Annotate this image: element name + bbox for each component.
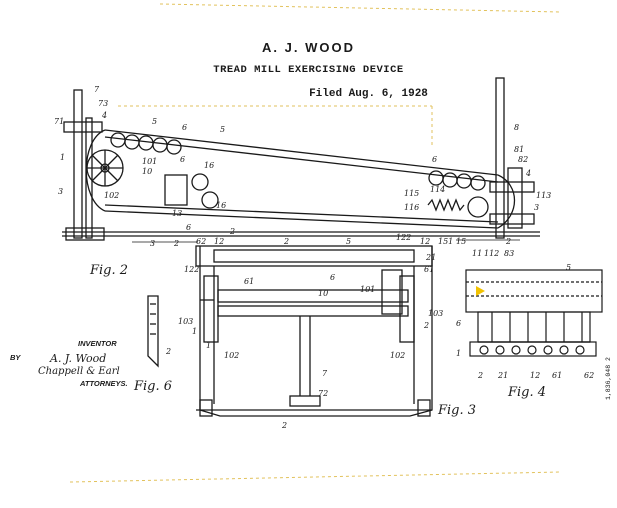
ref-numeral: 21 [425,253,436,262]
ref-numeral: 12 [214,237,224,246]
ref-numeral: 115 [404,189,419,198]
ref-numeral: 101 [360,285,375,294]
patent-number-side: 1,836,048 2 [605,357,612,400]
ref-numeral: 3 [534,203,539,212]
ref-numeral: 15 [456,237,466,246]
ref-numeral: 5 [152,117,157,126]
ref-numeral: 6 [182,123,187,132]
ref-numeral: 81 [514,145,524,154]
figure-4-numerals: 5 6 1 2 21 12 61 62 [456,263,594,380]
ref-numeral: 113 [536,191,551,200]
figure-4-label: Fig. 4 [507,385,546,400]
ref-numeral: 73 [98,99,108,108]
ref-numeral: 2 [165,347,171,356]
ref-numeral: 2 [505,237,511,246]
ref-numeral: 21 [497,371,508,380]
ref-numeral: 122 [396,233,411,242]
ref-numeral: 6 [330,273,335,282]
ref-numeral: 6 [456,319,461,328]
ref-numeral: 102 [104,191,119,200]
ref-numeral: 7 [322,369,328,378]
ref-numeral: 3 [150,239,155,248]
ref-numeral: 122 [184,265,199,274]
ref-numeral: 6 [432,155,437,164]
ref-numeral: 7 [94,85,100,94]
ref-numeral: 11 [472,249,482,258]
ref-numeral: 102 [224,351,239,360]
ref-numeral: 5 [220,125,225,134]
attorney-caption: ATTORNEYS. [79,379,128,388]
ref-numeral: 82 [518,155,528,164]
filed-date: Filed Aug. 6, 1928 [309,88,428,100]
ref-numeral: 13 [172,209,182,218]
ref-numeral: 2 [229,227,235,236]
inventor-caption: INVENTOR [78,339,117,348]
ref-numeral: 103 [428,309,443,318]
ref-numeral: 112 [484,249,499,258]
figure-4-drawing [465,269,603,357]
ref-numeral: 1 [456,349,461,358]
ref-numeral: 12 [420,237,430,246]
ref-numeral: 2 [423,321,429,330]
ref-numeral: 6 [180,155,185,164]
ref-numeral: 4 [525,169,531,178]
ref-numeral: 61 [552,371,562,380]
ref-numeral: 2 [477,371,483,380]
by-label: BY [10,353,21,362]
ref-numeral: 12 [530,371,540,380]
figure-2-label: Fig. 2 [89,263,128,278]
ref-numeral: 101 [142,157,157,166]
figure-3-numerals: 62 12 2 5 122 12 122 6 21 61 61 101 10 1… [178,233,443,430]
ref-numeral: 62 [196,237,206,246]
ref-numeral: 83 [504,249,514,258]
ref-numeral: 1 [192,327,197,336]
ref-numeral: 3 [58,187,63,196]
figure-3-label: Fig. 3 [437,403,476,418]
figure-6-label: Fig. 6 [133,379,172,394]
ref-numeral: 61 [424,265,434,274]
ref-numeral: 1 [206,341,211,350]
ref-numeral: 151 [438,237,453,246]
ref-numeral: 61 [244,277,254,286]
ref-numeral: 4 [101,111,107,120]
ref-numeral: 16 [204,161,214,170]
ref-numeral: 5 [566,263,571,272]
figure-3-drawing [195,245,433,417]
ref-numeral: 103 [178,317,193,326]
ref-numeral: 16 [216,201,226,210]
ref-numeral: 5 [346,237,351,246]
patent-title: TREAD MILL EXERCISING DEVICE [213,64,404,76]
ref-numeral: 71 [54,117,64,126]
figure-2-drawing [62,77,540,243]
ref-numeral: 116 [404,203,419,212]
ref-numeral: 72 [318,389,328,398]
view-marker-triangle [476,286,485,296]
ref-numeral: 2 [173,239,179,248]
ref-numeral: 10 [318,289,328,298]
ref-numeral: 8 [514,123,519,132]
ref-numeral: 1 [60,153,65,162]
ref-numeral: 10 [142,167,152,176]
inventor-signature: A. J. Wood [49,352,106,365]
ref-numeral: 62 [584,371,594,380]
ref-numeral: 102 [390,351,405,360]
ref-numeral: 114 [430,185,445,194]
figure-2-numerals: 7 73 4 71 3 5 6 5 1 101 10 102 6 16 16 1… [54,85,551,258]
ref-numeral: 6 [186,223,191,232]
ref-numeral: 2 [283,237,289,246]
attorney-signature: Chappell & Earl [38,366,120,377]
ref-numeral: 2 [281,421,287,430]
figure-6-drawing [147,295,159,368]
inventor-name: A. J. WOOD [262,40,355,55]
